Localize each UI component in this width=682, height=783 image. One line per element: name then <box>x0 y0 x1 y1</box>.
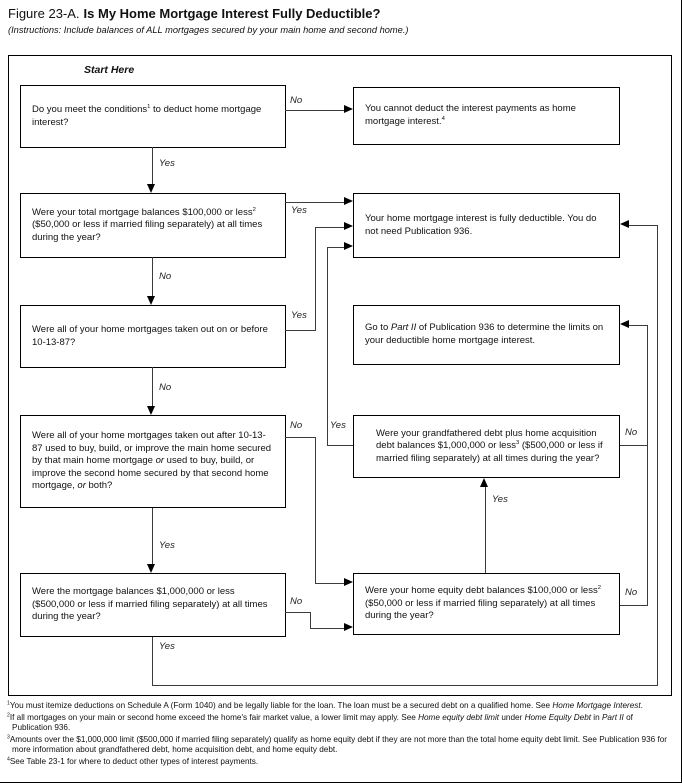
connector-line <box>620 445 647 446</box>
label-after-no: No <box>290 420 303 431</box>
node-part2-text: Go to Part II of Publication 936 to dete… <box>365 322 604 346</box>
node-home-equity-question: Were your home equity debt balances $100… <box>353 573 620 635</box>
connector-line <box>315 227 316 331</box>
label-balances1m-no: No <box>290 596 303 607</box>
connector-line <box>327 445 353 446</box>
connector-line <box>152 508 153 566</box>
connector-line <box>285 612 311 613</box>
node-total-balances-text: Were your total mortgage balances $100,0… <box>32 206 263 243</box>
label-homeequity-no: No <box>625 587 638 598</box>
label-total-no: No <box>159 271 172 282</box>
connector-line <box>657 225 658 686</box>
footnotes: 1You must itemize deductions on Schedule… <box>7 701 675 768</box>
connector-line <box>152 637 153 686</box>
connector-line <box>285 437 315 438</box>
node-cannot-deduct-text: You cannot deduct the interest payments … <box>365 103 576 127</box>
connector-line <box>315 583 344 584</box>
label-homeequity-yes: Yes <box>492 494 508 505</box>
connector-line <box>152 685 658 686</box>
start-here-label: Start Here <box>84 64 135 76</box>
node-before-101387-question: Were all of your home mortgages taken ou… <box>20 305 286 368</box>
arrowhead-down-icon <box>147 406 155 415</box>
label-conditions-no: No <box>290 95 303 106</box>
connector-line <box>327 247 344 248</box>
connector-line <box>647 325 648 606</box>
connector-line <box>629 225 658 226</box>
node-after-101387-question: Were all of your home mortgages taken ou… <box>20 415 286 508</box>
arrowhead-right-icon <box>344 242 353 250</box>
connector-line <box>152 367 153 408</box>
node-after-101387-text: Were all of your home mortgages taken ou… <box>32 430 272 492</box>
connector-line <box>285 202 344 203</box>
label-grandfathered-yes: Yes <box>330 420 346 431</box>
label-before-yes: Yes <box>291 310 307 321</box>
arrowhead-left-icon <box>620 320 629 328</box>
figure-instructions: (Instructions: Include balances of ALL m… <box>8 25 409 35</box>
footnote-2: 2If all mortgages on your main or second… <box>7 711 633 732</box>
node-before-101387-text: Were all of your home mortgages taken ou… <box>32 323 268 348</box>
node-cannot-deduct-result: You cannot deduct the interest payments … <box>353 87 620 145</box>
label-before-no: No <box>159 382 172 393</box>
node-balances-1m-text: Were the mortgage balances $1,000,000 or… <box>32 586 268 623</box>
node-grandfathered-text: Were your grandfathered debt plus home a… <box>376 427 603 464</box>
connector-line <box>285 330 315 331</box>
arrowhead-right-icon <box>344 623 353 631</box>
figure-title-text: Is My Home Mortgage Interest Fully Deduc… <box>83 6 381 21</box>
arrowhead-left-icon <box>620 220 629 228</box>
connector-line <box>629 325 647 326</box>
node-fully-deductible-text: Your home mortgage interest is fully ded… <box>365 212 597 237</box>
label-after-yes: Yes <box>159 540 175 551</box>
node-fully-deductible-result: Your home mortgage interest is fully ded… <box>353 193 620 258</box>
figure-title: Figure 23-A.Is My Home Mortgage Interest… <box>8 6 380 21</box>
arrowhead-right-icon <box>344 105 353 113</box>
connector-line <box>152 147 153 185</box>
connector-line <box>620 605 647 606</box>
footnote-1: 1You must itemize deductions on Schedule… <box>7 700 643 710</box>
label-grandfathered-no: No <box>625 427 638 438</box>
arrowhead-right-icon <box>344 197 353 205</box>
arrowhead-down-icon <box>147 564 155 573</box>
arrowhead-down-icon <box>147 296 155 305</box>
node-part2-result: Go to Part II of Publication 936 to dete… <box>353 305 620 365</box>
arrowhead-right-icon <box>344 578 353 586</box>
node-balances-1m-question: Were the mortgage balances $1,000,000 or… <box>20 573 286 637</box>
connector-line <box>310 628 344 629</box>
node-grandfathered-question: Were your grandfathered debt plus home a… <box>353 415 620 478</box>
node-home-equity-text: Were your home equity debt balances $100… <box>365 585 601 622</box>
connector-line <box>152 257 153 298</box>
footnote-3: 3Amounts over the $1,000,000 limit ($500… <box>7 733 668 754</box>
connector-line <box>315 437 316 583</box>
label-conditions-yes: Yes <box>159 158 175 169</box>
node-total-balances-question: Were your total mortgage balances $100,0… <box>20 193 286 258</box>
connector-line <box>285 110 344 111</box>
arrowhead-up-icon <box>480 478 488 487</box>
footnote-4: 4See Table 23-1 for where to deduct othe… <box>7 755 259 766</box>
label-balances1m-yes: Yes <box>159 641 175 652</box>
figure-number: Figure 23-A. <box>8 6 80 21</box>
connector-line <box>485 487 486 573</box>
label-total-yes: Yes <box>291 205 307 216</box>
arrowhead-right-icon <box>344 222 353 230</box>
connector-line <box>327 247 328 446</box>
connector-line <box>315 227 344 228</box>
node-conditions-question: Do you meet the conditions1 to deduct ho… <box>20 85 286 148</box>
arrowhead-down-icon <box>147 184 155 193</box>
node-conditions-text: Do you meet the conditions1 to deduct ho… <box>32 103 262 128</box>
connector-line <box>310 612 311 629</box>
